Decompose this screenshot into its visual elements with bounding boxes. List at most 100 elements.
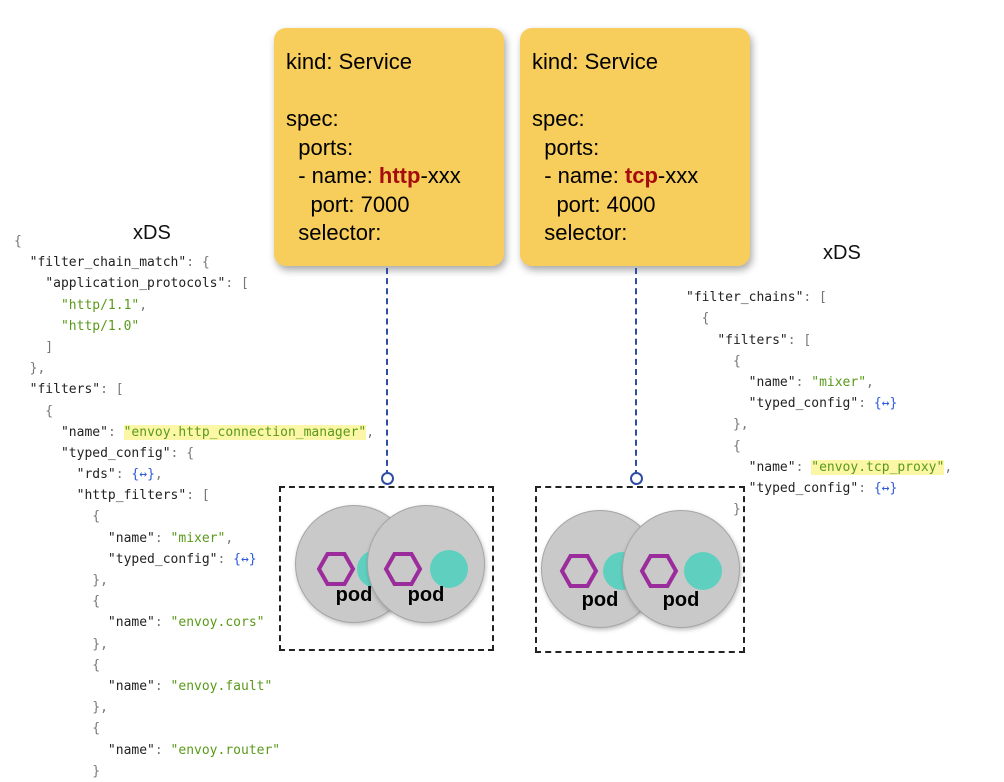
expand-icon[interactable]: {↔}: [873, 396, 898, 412]
code-key: "name": [107, 678, 155, 694]
code-line: "typed_config": {↔}: [686, 393, 952, 414]
code-key: "rds": [76, 467, 116, 483]
code-key: "filters": [717, 332, 788, 348]
code-punct: : [: [803, 290, 827, 306]
code-punct: [14, 382, 30, 397]
code-key: "typed_config": [107, 551, 218, 567]
pod-group-left: [279, 486, 494, 651]
code-line: },: [14, 358, 374, 379]
xds-config-right: "filter_chains": [ { "filters": [ { "nam…: [686, 266, 952, 520]
hexagon-icon: [316, 552, 356, 586]
code-punct: :: [217, 551, 234, 567]
code-line: "name": "envoy.tcp_proxy",: [686, 457, 952, 478]
code-punct: [686, 396, 749, 411]
service-card-tcp: kind: Service spec: ports: - name: tcp-x…: [520, 28, 750, 266]
code-key: "typed_config": [60, 445, 171, 461]
selector-line: selector:: [286, 220, 382, 245]
code-key: "typed_config": [748, 480, 859, 496]
expand-icon[interactable]: {↔}: [873, 480, 898, 496]
code-punct: [14, 615, 108, 630]
code-punct: },: [14, 361, 46, 377]
pod: pod: [367, 505, 485, 623]
code-string: "envoy.router": [170, 742, 281, 758]
code-punct: ,: [866, 374, 874, 390]
code-string: "mixer": [811, 374, 867, 390]
code-punct: [14, 488, 77, 503]
code-line: "typed_config": {: [14, 443, 374, 464]
code-line: },: [686, 414, 952, 435]
kind-line: kind: Service: [286, 49, 412, 74]
code-punct: [14, 743, 108, 758]
name-suffix: -xxx: [657, 163, 699, 188]
ports-line: ports:: [532, 134, 600, 160]
code-punct: [14, 276, 45, 291]
code-line: },: [14, 634, 374, 655]
code-line: [686, 266, 952, 287]
port-name-line: - name: http-xxx: [286, 162, 492, 191]
code-punct: [14, 425, 61, 440]
code-line: "name": "mixer",: [14, 528, 374, 549]
code-punct: :: [858, 480, 874, 496]
code-punct: : [: [225, 276, 249, 292]
code-punct: :: [107, 424, 124, 440]
code-string: "http/1.0": [60, 318, 140, 334]
protocol-label: tcp: [624, 163, 658, 188]
code-punct: [14, 531, 108, 546]
code-string: "envoy.fault": [170, 678, 273, 694]
code-punct: :: [795, 459, 812, 475]
code-key: "application_protocols": [45, 276, 226, 292]
code-line: {: [14, 506, 374, 527]
pod-label: pod: [581, 589, 619, 611]
code-key: "typed_config": [748, 396, 859, 412]
code-line: "http/1.0": [14, 316, 374, 337]
code-line: "rds": {↔},: [14, 464, 374, 485]
expand-icon[interactable]: {↔}: [131, 467, 155, 483]
code-punct: ]: [14, 339, 54, 355]
code-punct: :: [154, 678, 171, 694]
code-punct: }: [14, 763, 101, 779]
kind-line: kind: Service: [532, 49, 658, 74]
code-key: "http_filters": [76, 488, 187, 504]
code-line: {: [686, 308, 952, 329]
port-line: port: 4000: [532, 191, 656, 217]
code-punct: : {: [186, 255, 210, 271]
code-line: {: [14, 231, 374, 252]
pod: pod: [622, 510, 740, 628]
circle-icon: [430, 550, 468, 588]
code-punct: {: [686, 438, 741, 454]
code-line: {: [14, 718, 374, 739]
code-punct: : [: [787, 332, 812, 348]
spec-line: spec:: [532, 106, 585, 131]
code-line: "name": "envoy.cors": [14, 612, 374, 633]
code-key: "name": [107, 615, 155, 631]
code-punct: },: [686, 417, 749, 433]
code-line: "filter_chains": [: [686, 287, 952, 308]
code-line: {: [14, 591, 374, 612]
code-punct: {: [14, 594, 101, 610]
code-punct: ,: [225, 530, 234, 546]
code-key: "name": [748, 374, 796, 390]
code-punct: {: [14, 721, 101, 737]
ports-line: ports:: [286, 134, 354, 160]
code-punct: :: [154, 530, 171, 546]
code-punct: {: [14, 657, 101, 673]
expand-icon[interactable]: {↔}: [233, 551, 257, 567]
code-line: }: [686, 499, 952, 520]
code-line: "name": "envoy.router": [14, 740, 374, 761]
code-punct: },: [14, 636, 108, 652]
code-line: {: [686, 351, 952, 372]
code-punct: ,: [139, 297, 148, 313]
xds-config-left: { "filter_chain_match": { "application_p…: [14, 231, 374, 782]
code-punct: [686, 460, 749, 475]
code-punct: ,: [154, 467, 163, 483]
code-line: "application_protocols": [: [14, 273, 374, 294]
pod-label: pod: [335, 584, 373, 606]
code-line: "typed_config": {↔}: [14, 549, 374, 570]
code-line: },: [14, 570, 374, 591]
code-punct: [14, 255, 30, 270]
code-punct: : [: [100, 382, 124, 398]
code-punct: :: [154, 742, 171, 758]
code-punct: [14, 552, 108, 567]
code-punct: :: [115, 467, 132, 483]
name-prefix: - name:: [532, 163, 625, 188]
